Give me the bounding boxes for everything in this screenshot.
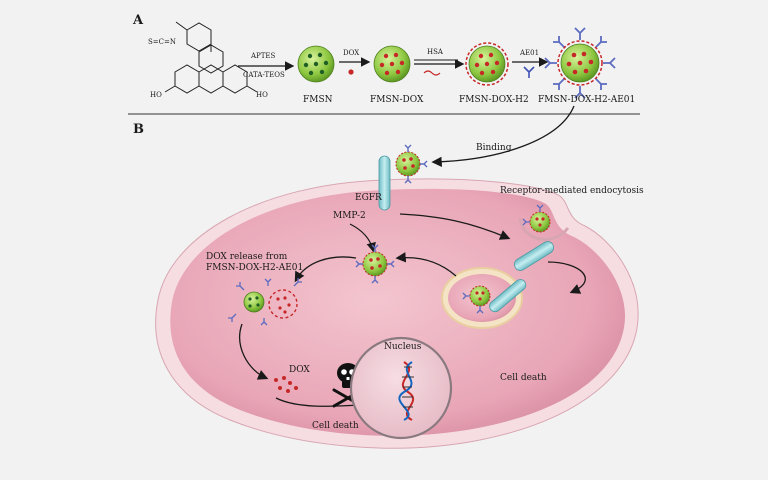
egfr-receptor xyxy=(378,155,391,211)
released-fmsn xyxy=(243,291,265,313)
mmp2-label: MMP-2 xyxy=(333,211,366,221)
egfr-label: EGFR xyxy=(355,193,382,203)
released-antibodies xyxy=(228,278,302,326)
fmsn-dox-h2-particle xyxy=(465,42,509,86)
pit-receptor xyxy=(514,241,554,271)
dox-molecule-icon xyxy=(348,69,354,75)
cell-death-left-label: Cell death xyxy=(312,421,359,431)
reagent-hsa: HSA xyxy=(427,48,444,56)
cell-cytoplasm xyxy=(170,188,626,436)
fmsn-particle xyxy=(297,45,335,83)
release-to-dox-arrow xyxy=(239,323,269,380)
molecule-right-oh: HO xyxy=(256,91,268,99)
center-to-release-arrow xyxy=(294,256,357,283)
label-fmsn-dox-h2-ae01: FMSN-DOX-H2-AE01 xyxy=(538,95,635,105)
central-nanoparticle xyxy=(355,244,395,284)
reagent-dox: DOX xyxy=(343,49,359,57)
reagent-aptes: APTES xyxy=(250,52,276,60)
isothiocyanate-label: S=C=N xyxy=(148,38,176,46)
fmsn-dox-particle xyxy=(373,45,411,83)
endocytosis-label: Receptor-mediated endocytosis xyxy=(500,186,644,196)
mmp2-arrow xyxy=(349,223,376,253)
pit-to-endosome-arrow xyxy=(547,261,586,294)
endosome-nanoparticle xyxy=(462,285,491,314)
free-dox-molecules xyxy=(274,376,298,393)
hsa-protein-icon xyxy=(423,70,441,76)
ae01-antibody-icon xyxy=(523,66,535,78)
binding-label: Binding xyxy=(476,143,512,153)
nucleus-label: Nucleus xyxy=(384,342,422,352)
binding-arrow xyxy=(431,105,575,167)
reagent-ae01: AE01 xyxy=(519,49,539,57)
dox-release-label-2: FMSN-DOX-H2-AE01 xyxy=(206,263,303,273)
panel-a-letter: A xyxy=(132,13,144,28)
dox-label: DOX xyxy=(289,365,310,375)
dna-helix-icon xyxy=(398,361,415,421)
endocytosis-pit xyxy=(518,217,570,241)
reagent-cata-teos: CATA-TEOS xyxy=(243,71,285,79)
fitc-molecule xyxy=(164,21,258,94)
fmsn-dox-h2-ae01-particle xyxy=(544,27,616,99)
nucleus xyxy=(349,336,453,440)
label-fmsn: FMSN xyxy=(303,95,333,105)
panel-b-letter: B xyxy=(133,122,144,137)
bound-nanoparticle xyxy=(395,144,428,184)
endosome-to-center-arrow xyxy=(395,252,457,277)
internalization-arrow xyxy=(399,213,511,240)
endosome-receptor xyxy=(489,279,527,313)
dox-release-label-1: DOX release from xyxy=(206,252,288,262)
released-hsa-shell xyxy=(268,289,298,319)
label-fmsn-dox: FMSN-DOX xyxy=(370,95,424,105)
label-fmsn-dox-h2: FMSN-DOX-H2 xyxy=(459,95,529,105)
molecule-left-oh: HO xyxy=(150,91,162,99)
endocytosed-nanoparticle xyxy=(522,204,551,233)
cell-death-right-label: Cell death xyxy=(500,373,547,383)
